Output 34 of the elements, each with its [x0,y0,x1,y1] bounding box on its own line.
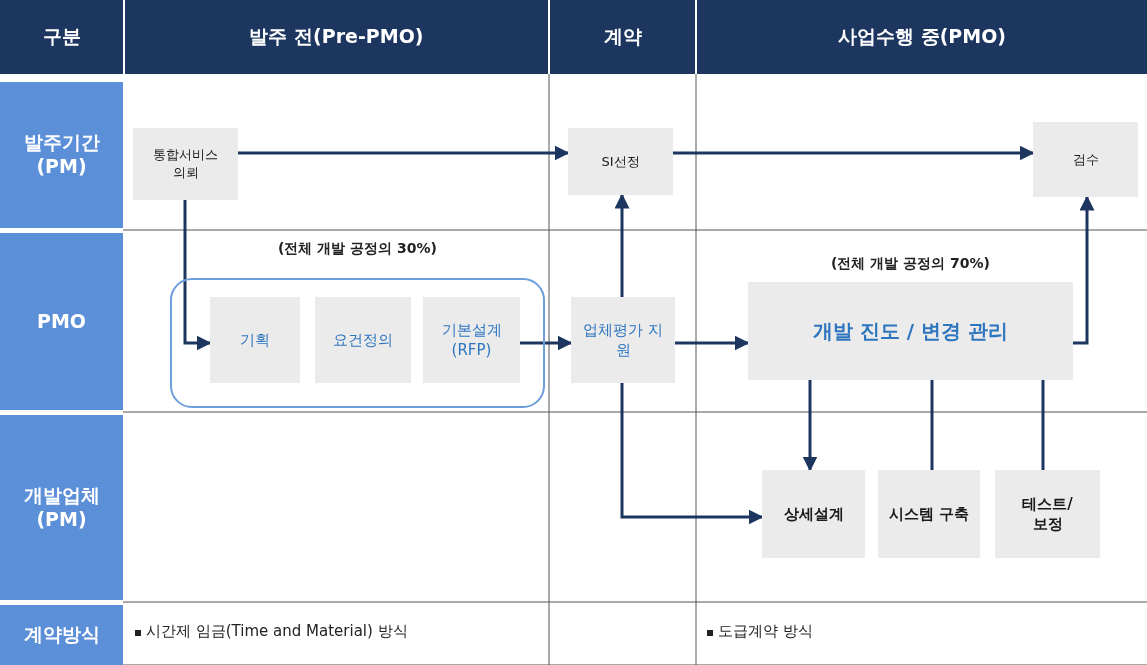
process-box: 개발 진도 / 변경 관리 [748,282,1073,380]
arrow [183,200,212,351]
process-box: 상세설계 [762,470,865,558]
arrow [1073,195,1095,345]
connector-line [930,380,934,470]
row-header: PMO [0,233,123,410]
process-box: 기획 [210,297,300,383]
row-header: 발주기간 (PM) [0,82,123,228]
process-box: 검수 [1033,122,1138,197]
arrow [520,335,573,351]
column-header: 발주 전(Pre-PMO) [125,0,548,74]
group-heading: (전체 개발 공정의 30%) [277,240,438,258]
column-header: 사업수행 중(PMO) [697,0,1147,74]
process-box: 시스템 구축 [878,470,980,558]
process-box: SI선정 [568,128,673,195]
process-box: 요건정의 [315,297,411,383]
process-box: 기본설계 (RFP) [423,297,520,383]
process-box: 업체평가 지원 [571,297,675,383]
column-header: 구분 [0,0,123,74]
connector-line [1041,380,1045,470]
note-text: 도급계약 방식 [718,622,813,641]
note-text: (전체 개발 공정의 70%) [830,255,991,273]
row-header: 개발업체 (PM) [0,415,123,600]
process-box: 통합서비스 의뢰 [133,128,238,200]
column-header: 계약 [550,0,695,74]
row-header: 계약방식 [0,605,123,665]
arrow [673,145,1035,161]
arrow [675,335,750,351]
arrow [802,380,818,472]
arrow [614,193,630,297]
process-box: 테스트/ 보정 [995,470,1100,558]
note-text: 시간제 임금(Time and Material) 방식 [146,622,408,641]
arrow [238,145,570,161]
arrow [620,383,764,525]
